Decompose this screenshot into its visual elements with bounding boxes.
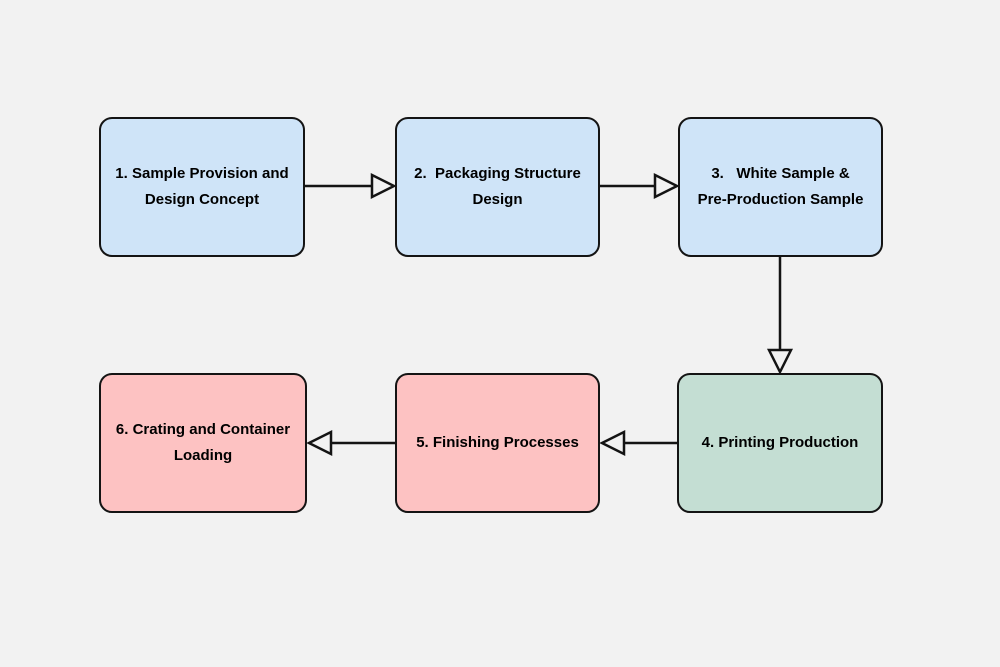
flow-step-4: 4. Printing Production: [677, 373, 883, 513]
arrow-step3-to-step4: [766, 257, 794, 375]
flow-step-6: 6. Crating and Container Loading: [99, 373, 307, 513]
flow-step-3: 3. White Sample & Pre-Production Sample: [678, 117, 883, 257]
arrow-step4-to-step5: [599, 429, 677, 457]
arrow-step5-to-step6: [306, 429, 395, 457]
arrow-step1-to-step2: [305, 172, 397, 200]
arrow-step2-to-step3: [600, 172, 680, 200]
flow-step-5: 5. Finishing Processes: [395, 373, 600, 513]
flow-step-2: 2. Packaging Structure Design: [395, 117, 600, 257]
flow-step-1: 1. Sample Provision and Design Concept: [99, 117, 305, 257]
